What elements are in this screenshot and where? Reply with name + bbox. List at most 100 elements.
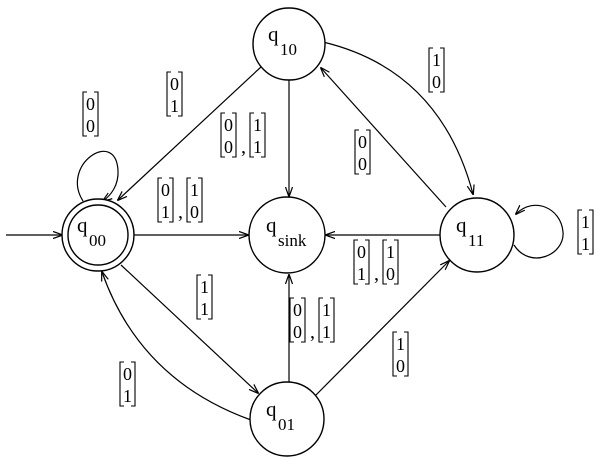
input-bit: 0 — [358, 132, 367, 152]
left-bracket — [353, 239, 358, 285]
label-t11-self: 11 — [577, 209, 594, 255]
right-bracket — [330, 297, 335, 343]
input-vector: 01 — [157, 177, 174, 223]
state-circle — [249, 381, 325, 457]
state-symbol: q — [456, 213, 467, 237]
input-vector: 00 — [354, 129, 371, 175]
right-bracket — [365, 239, 370, 285]
state-subscript: 10 — [280, 40, 297, 59]
input-bit: 1 — [190, 180, 199, 200]
input-bit: 0 — [161, 180, 170, 200]
right-bracket — [94, 91, 99, 137]
input-bit: 0 — [86, 116, 95, 136]
left-bracket — [392, 331, 397, 377]
input-bit: 1 — [396, 334, 405, 354]
input-vector: 01 — [353, 239, 370, 285]
right-bracket — [301, 297, 306, 343]
right-bracket — [261, 112, 266, 158]
input-vector: 10 — [186, 177, 203, 223]
state-subscript: 01 — [278, 415, 295, 434]
left-bracket — [354, 129, 359, 175]
state-subscript: sink — [278, 231, 307, 250]
label-t11-sink: 01,10 — [353, 239, 399, 285]
label-t11-10: 00 — [354, 129, 371, 175]
input-bit: 1 — [253, 115, 262, 135]
state-circle — [252, 7, 326, 81]
left-bracket — [157, 177, 162, 223]
state-symbol: q — [268, 22, 279, 46]
input-bit: 0 — [358, 154, 367, 174]
right-bracket — [366, 129, 371, 175]
accepting-ring — [67, 204, 129, 266]
state-circle — [248, 196, 326, 274]
label-comma: , — [374, 263, 379, 285]
input-bit: 0 — [357, 242, 366, 262]
state-symbol: q — [266, 397, 277, 421]
right-bracket — [394, 239, 399, 285]
input-bit: 0 — [224, 115, 233, 135]
right-bracket — [589, 209, 594, 255]
left-bracket — [220, 112, 225, 158]
left-bracket — [249, 112, 254, 158]
input-bit: 0 — [432, 72, 441, 92]
input-bit: 0 — [293, 300, 302, 320]
input-bit: 1 — [123, 386, 132, 406]
state-q00: q00 — [61, 198, 135, 272]
label-t01-sink: 00,11 — [289, 297, 335, 343]
input-bit: 1 — [322, 322, 331, 342]
input-vector: 11 — [577, 209, 594, 255]
right-bracket — [178, 71, 183, 117]
label-t10-00: 01 — [166, 71, 183, 117]
label-t00-sink: 01,10 — [157, 177, 203, 223]
label-t00-self: 00 — [82, 91, 99, 137]
input-bit: 0 — [170, 74, 179, 94]
right-bracket — [169, 177, 174, 223]
right-bracket — [208, 274, 213, 320]
input-bit: 1 — [432, 50, 441, 70]
input-bit: 1 — [322, 300, 331, 320]
left-bracket — [428, 47, 433, 93]
state-symbol: q — [266, 213, 277, 237]
edge-q01-q00 — [102, 272, 252, 421]
right-bracket — [232, 112, 237, 158]
state-q01: q01 — [249, 381, 325, 457]
label-comma: , — [241, 136, 246, 158]
input-bit: 0 — [386, 264, 395, 284]
state-subscript: 00 — [89, 231, 106, 250]
label-t00-01: 11 — [196, 274, 213, 320]
label-t01-00: 01 — [119, 361, 136, 407]
left-bracket — [196, 274, 201, 320]
input-bit: 0 — [123, 364, 132, 384]
state-q11: q11 — [439, 197, 515, 273]
right-bracket — [131, 361, 136, 407]
label-t10-11: 10 — [428, 47, 445, 93]
edge-q11-q10 — [321, 68, 447, 208]
state-subscript: 11 — [468, 231, 484, 250]
input-vector: 11 — [318, 297, 335, 343]
input-bit: 0 — [86, 94, 95, 114]
left-bracket — [289, 297, 294, 343]
input-vector: 00 — [82, 91, 99, 137]
right-bracket — [198, 177, 203, 223]
label-comma: , — [178, 201, 183, 223]
input-bit: 1 — [357, 264, 366, 284]
edge-q00-self — [76, 150, 119, 201]
left-bracket — [82, 91, 87, 137]
input-bit: 1 — [386, 242, 395, 262]
state-circle — [439, 197, 515, 273]
input-bit: 1 — [581, 234, 590, 254]
right-bracket — [404, 331, 409, 377]
input-vector: 10 — [428, 47, 445, 93]
state-q10: q10 — [252, 7, 326, 81]
left-bracket — [166, 71, 171, 117]
input-bit: 1 — [581, 212, 590, 232]
input-vector: 01 — [119, 361, 136, 407]
input-bit: 0 — [190, 202, 199, 222]
right-bracket — [440, 47, 445, 93]
input-bit: 1 — [253, 137, 262, 157]
left-bracket — [119, 361, 124, 407]
input-vector: 10 — [392, 331, 409, 377]
edge-q01-q11 — [314, 261, 449, 397]
